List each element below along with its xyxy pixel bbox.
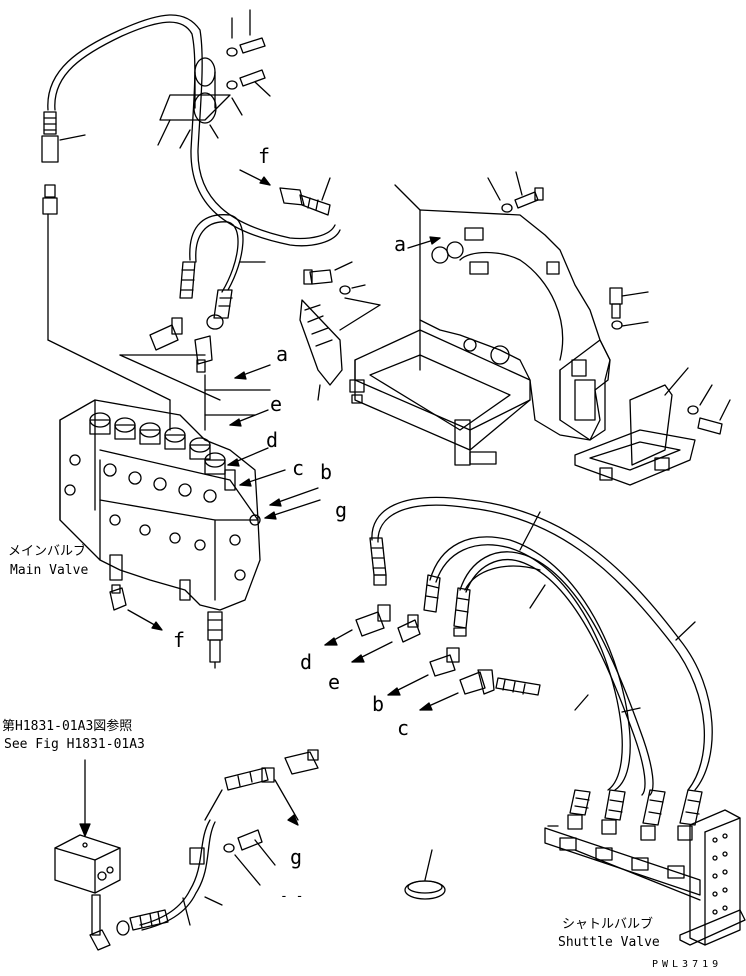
label-a-main: a [276, 342, 289, 366]
label-e-main: e [270, 392, 283, 416]
connector-fittings [325, 605, 494, 710]
hose-fitting-f [280, 178, 330, 215]
label-c-main: c [292, 456, 305, 480]
label-g-bottom: g [290, 845, 303, 869]
drawing-code: PWL3719 [652, 959, 723, 970]
main-valve-label-en: Main Valve [10, 563, 89, 578]
label-b-conn: b [372, 692, 385, 716]
shuttle-side-fittings [568, 790, 702, 840]
upper-pilot-hose [48, 15, 340, 246]
middle-pilot-hose [180, 215, 265, 329]
label-c-conn: c [397, 716, 410, 740]
main-valve-body [60, 400, 260, 610]
shuttle-valve-hoses [372, 497, 712, 795]
see-fig-label-en: See Fig H1831-01A3 [4, 737, 145, 752]
label-e-conn: e [328, 670, 341, 694]
shuttle-valve-body [545, 810, 745, 945]
valve-bracket [350, 210, 610, 465]
label-a-top: a [394, 232, 407, 256]
hose-clamp-top [158, 10, 270, 148]
lower-pilot-hose [90, 750, 318, 950]
label-d-conn: d [300, 650, 313, 674]
label-d-main: d [266, 428, 279, 452]
label-b-main: b [320, 460, 333, 484]
main-valve-label-jp: メインバルブ [8, 544, 87, 559]
shuttle-valve-label-en: Shuttle Valve [558, 935, 660, 950]
loose-hose-clamp [405, 850, 445, 899]
side-plate-assembly [575, 368, 730, 485]
arrow-f-top [240, 170, 270, 185]
shuttle-valve-label-jp: シャトルバルブ [562, 917, 654, 932]
pilot-block [55, 760, 120, 893]
label-f-main: f [173, 628, 186, 652]
see-fig-label-jp: 第H1831-01A3図参照 [2, 719, 133, 734]
bundle-hose-fittings [370, 538, 540, 695]
bracket-bolts [304, 172, 648, 329]
hose-end-fitting-left [42, 112, 85, 214]
dash-mark: - - [280, 889, 304, 904]
arrow-a-bracket [408, 237, 440, 248]
hose-routing-lines [48, 214, 270, 430]
label-g-main: g [335, 498, 348, 522]
label-f-top: f [258, 144, 271, 168]
hose-clip-plate [300, 298, 380, 400]
main-valve-lower-fittings [110, 585, 222, 668]
arrows-to-main-valve [228, 365, 320, 519]
elbow-fittings [150, 318, 212, 372]
lower-clamp-bolt [190, 830, 275, 885]
